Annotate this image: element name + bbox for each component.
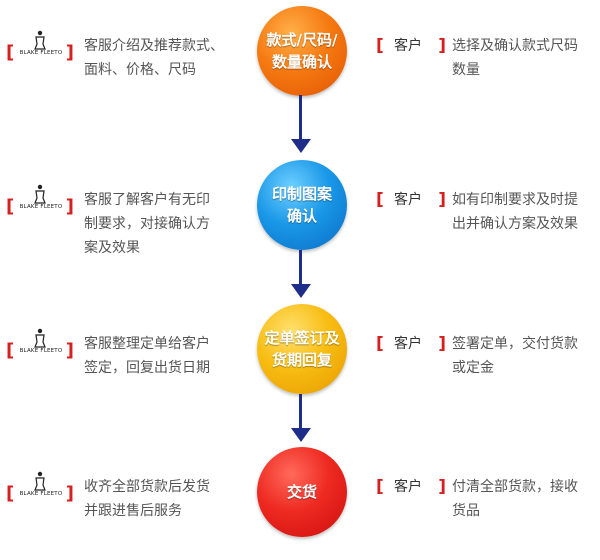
bracket-left: [ (6, 196, 15, 217)
customer-line: 签署定单，交付货款 (452, 336, 578, 352)
service-description: 客服介绍及推荐款式、 面料、价格、尺码 (84, 34, 244, 82)
service-line: 客服了解客户有无印 (84, 192, 210, 208)
service-line: 收齐全部货款后发货 (84, 479, 210, 495)
step-circle-yellow: 定单签订及 货期回复 (257, 304, 347, 394)
brand-logo: [ BLAKE FLEETO ] (6, 184, 74, 224)
service-description: 收齐全部货款后发货 并跟进售后服务 (84, 475, 244, 523)
customer-text: 客户 (394, 192, 422, 208)
customer-text: 客户 (394, 38, 422, 54)
bracket-right: ] (65, 340, 74, 361)
step-title-line: 交货 (286, 483, 317, 501)
step-title-line: 定单签订及 (264, 329, 340, 347)
process-step-1: [ BLAKE FLEETO ] 客服介绍及推荐款式、 面料、价格、尺码 款式/… (0, 6, 600, 106)
bracket-right: ] (65, 483, 74, 504)
step-circle-blue: 印制图案 确认 (257, 160, 347, 250)
brand-figure-icon (34, 328, 46, 348)
flow-arrow (291, 394, 311, 442)
service-line: 客服整理定单给客户 (84, 336, 210, 352)
brand-name: BLAKE FLEETO (19, 50, 63, 56)
step-title-line: 印制图案 (271, 185, 332, 203)
brand-figure-icon (34, 471, 46, 491)
bracket-right: ] (65, 42, 74, 63)
bracket-right: ] (438, 477, 446, 497)
arrow-down-icon (291, 428, 311, 442)
step-title-line: 款式/尺码/ (266, 31, 338, 49)
customer-line: 数量 (452, 62, 480, 78)
customer-text: 客户 (394, 336, 422, 352)
customer-label: [ 客户 ] (376, 477, 446, 497)
customer-line: 选择及确认款式尺码 (452, 38, 578, 54)
bracket-right: ] (438, 334, 446, 354)
bracket-left: [ (6, 42, 15, 63)
bracket-left: [ (376, 36, 384, 56)
customer-description: 选择及确认款式尺码 数量 (452, 34, 598, 82)
step-title-line: 确认 (286, 207, 317, 225)
service-line: 面料、价格、尺码 (84, 62, 196, 78)
arrow-down-icon (291, 139, 311, 153)
step-circle-orange: 款式/尺码/ 数量确认 (257, 6, 347, 96)
process-step-3: [ BLAKE FLEETO ] 客服整理定单给客户 签定，回复出货日期 定单签… (0, 304, 600, 404)
brand-logo: [ BLAKE FLEETO ] (6, 328, 74, 368)
customer-line: 出并确认方案及效果 (452, 216, 578, 232)
customer-description: 如有印制要求及时提 出并确认方案及效果 (452, 188, 598, 236)
service-description: 客服了解客户有无印 制要求，对接确认方 案及效果 (84, 188, 244, 260)
service-line: 签定，回复出货日期 (84, 360, 210, 376)
customer-line: 付清全部货款，接收 (452, 479, 578, 495)
brand-logo: [ BLAKE FLEETO ] (6, 30, 74, 70)
brand-name: BLAKE FLEETO (19, 491, 63, 497)
service-line: 并跟进售后服务 (84, 503, 182, 519)
bracket-left: [ (376, 477, 384, 497)
customer-text: 客户 (394, 479, 422, 495)
service-line: 客服介绍及推荐款式、 (84, 38, 224, 54)
customer-line: 或定金 (452, 360, 494, 376)
customer-line: 如有印制要求及时提 (452, 192, 578, 208)
bracket-left: [ (376, 334, 384, 354)
customer-label: [ 客户 ] (376, 36, 446, 56)
service-description: 客服整理定单给客户 签定，回复出货日期 (84, 332, 244, 380)
bracket-right: ] (438, 190, 446, 210)
flow-arrow (291, 95, 311, 153)
brand-name: BLAKE FLEETO (19, 204, 63, 210)
process-step-2: [ BLAKE FLEETO ] 客服了解客户有无印 制要求，对接确认方 案及效… (0, 160, 600, 260)
customer-label: [ 客户 ] (376, 334, 446, 354)
service-line: 案及效果 (84, 240, 140, 256)
customer-description: 签署定单，交付货款 或定金 (452, 332, 598, 380)
brand-name: BLAKE FLEETO (19, 348, 63, 354)
arrow-down-icon (291, 284, 311, 298)
brand-figure-icon (34, 184, 46, 204)
service-line: 制要求，对接确认方 (84, 216, 210, 232)
brand-logo: [ BLAKE FLEETO ] (6, 471, 74, 511)
step-title-line: 数量确认 (271, 53, 332, 71)
brand-figure-icon (34, 30, 46, 50)
customer-line: 货品 (452, 503, 480, 519)
customer-label: [ 客户 ] (376, 190, 446, 210)
bracket-left: [ (376, 190, 384, 210)
step-title-line: 货期回复 (271, 351, 332, 369)
step-circle-red: 交货 (257, 447, 347, 537)
customer-description: 付清全部货款，接收 货品 (452, 475, 598, 523)
bracket-right: ] (438, 36, 446, 56)
bracket-left: [ (6, 483, 15, 504)
process-step-4: [ BLAKE FLEETO ] 收齐全部货款后发货 并跟进售后服务 交货 [ … (0, 447, 600, 547)
bracket-left: [ (6, 340, 15, 361)
bracket-right: ] (65, 196, 74, 217)
flow-arrow (291, 250, 311, 298)
